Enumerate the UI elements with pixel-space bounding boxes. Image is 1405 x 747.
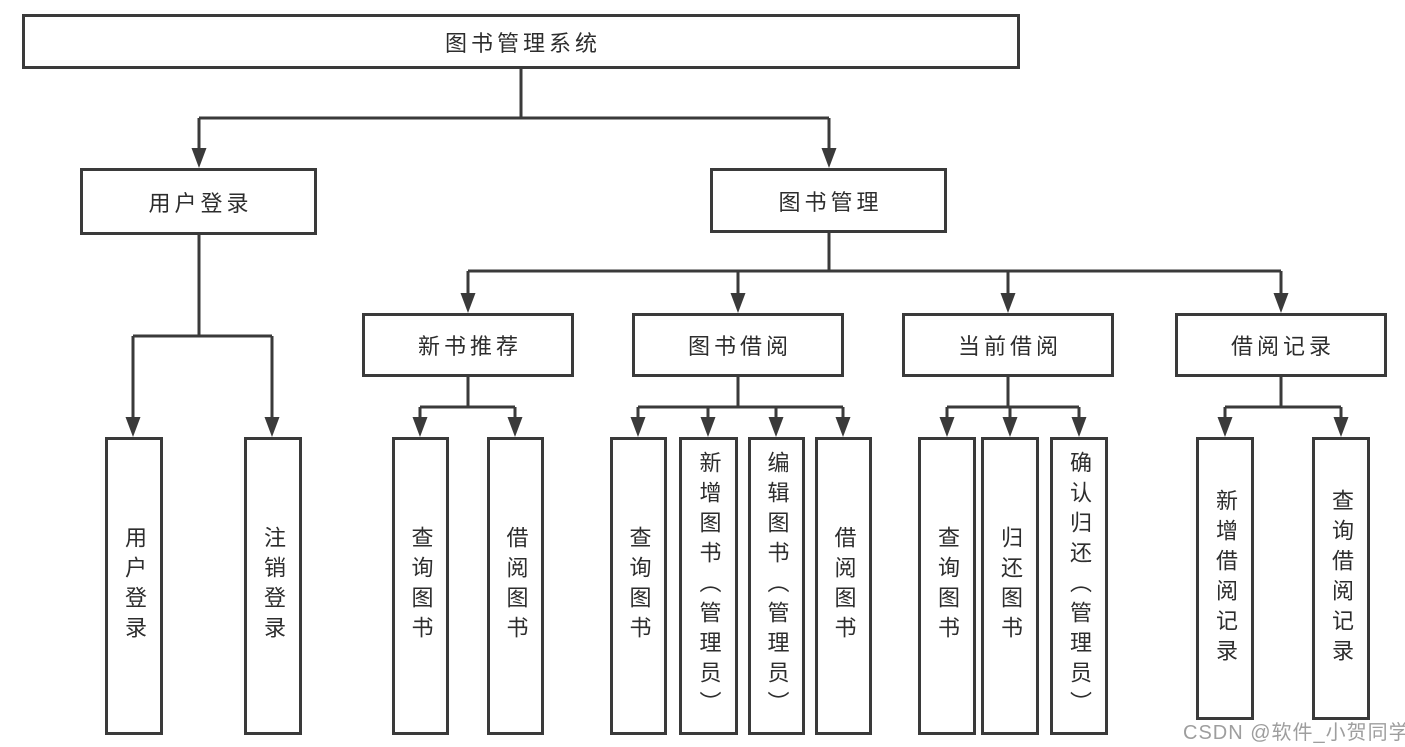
arrow-icon bbox=[1002, 417, 1018, 437]
leaf-borrow-book-2: 借阅图书 bbox=[815, 437, 872, 735]
edge-book-mgmt-trunk bbox=[466, 233, 1283, 298]
edge-current-borrow-trunk bbox=[945, 377, 1081, 422]
node-borrow-record-label: 借阅记录 bbox=[1230, 334, 1335, 359]
leaf-label: 注销登录 bbox=[261, 526, 286, 646]
leaf-query-book-2: 查询图书 bbox=[610, 437, 667, 735]
arrow-icon bbox=[412, 417, 428, 437]
node-borrow-record: 借阅记录 bbox=[1175, 313, 1387, 377]
arrow-icon bbox=[768, 417, 784, 437]
leaf-label: 用户登录 bbox=[122, 526, 147, 646]
node-root: 图书管理系统 bbox=[22, 14, 1020, 69]
arrow-icon bbox=[700, 417, 716, 437]
node-book-mgmt: 图书管理 bbox=[710, 168, 947, 233]
arrow-icon bbox=[821, 148, 837, 168]
leaf-logout: 注销登录 bbox=[244, 437, 302, 735]
leaf-query-book-3: 查询图书 bbox=[918, 437, 976, 735]
leaf-label: 借阅图书 bbox=[831, 526, 857, 646]
arrow-icon bbox=[1071, 417, 1087, 437]
arrowheads bbox=[125, 148, 1349, 437]
arrow-icon bbox=[1217, 417, 1233, 437]
node-new-book-recommend: 新书推荐 bbox=[362, 313, 574, 377]
arrow-icon bbox=[939, 417, 955, 437]
leaf-label: 归还图书 bbox=[998, 526, 1023, 646]
arrow-icon bbox=[1333, 417, 1349, 437]
edge-book-borrow-trunk bbox=[636, 377, 845, 422]
leaf-label: 查询图书 bbox=[935, 526, 960, 646]
leaf-confirm-return-admin: 确认归还（管理员） bbox=[1050, 437, 1108, 735]
leaf-label: 新增借阅记录 bbox=[1213, 488, 1238, 669]
leaf-edit-book-admin: 编辑图书（管理员） bbox=[748, 437, 805, 735]
node-current-borrow-label: 当前借阅 bbox=[957, 334, 1062, 359]
leaf-label: 查询借阅记录 bbox=[1329, 488, 1354, 669]
leaf-label: 确认归还（管理员） bbox=[1067, 451, 1092, 721]
arrow-icon bbox=[630, 417, 646, 437]
node-user-login-label: 用户登录 bbox=[148, 190, 253, 216]
leaf-user-login: 用户登录 bbox=[105, 437, 163, 735]
leaf-label: 借阅图书 bbox=[503, 526, 529, 646]
arrow-icon bbox=[264, 417, 280, 437]
leaf-label: 查询图书 bbox=[408, 526, 434, 646]
node-book-borrow-label: 图书借阅 bbox=[687, 334, 792, 359]
arrow-icon bbox=[730, 293, 746, 313]
arrow-icon bbox=[460, 293, 476, 313]
node-current-borrow: 当前借阅 bbox=[902, 313, 1114, 377]
leaf-query-borrow-record: 查询借阅记录 bbox=[1312, 437, 1370, 720]
edge-borrow-record-trunk bbox=[1223, 377, 1343, 422]
arrow-icon bbox=[835, 417, 851, 437]
leaf-label: 查询图书 bbox=[626, 526, 652, 646]
leaf-return-book: 归还图书 bbox=[981, 437, 1039, 735]
leaf-label: 编辑图书（管理员） bbox=[764, 451, 790, 721]
node-root-label: 图书管理系统 bbox=[444, 30, 601, 56]
csdn-watermark: CSDN @软件_小贺同学 bbox=[1183, 722, 1405, 744]
arrow-icon bbox=[1000, 293, 1016, 313]
leaf-borrow-book-1: 借阅图书 bbox=[487, 437, 544, 735]
edge-root-trunk bbox=[197, 69, 831, 153]
leaf-query-book-1: 查询图书 bbox=[392, 437, 449, 735]
leaf-label: 新增图书（管理员） bbox=[696, 451, 722, 721]
arrow-icon bbox=[1273, 293, 1289, 313]
arrow-icon bbox=[125, 417, 141, 437]
leaf-add-borrow-record: 新增借阅记录 bbox=[1196, 437, 1254, 720]
node-new-book-recommend-label: 新书推荐 bbox=[417, 334, 522, 359]
node-book-borrow: 图书借阅 bbox=[632, 313, 844, 377]
node-user-login: 用户登录 bbox=[80, 168, 317, 235]
arrow-icon bbox=[507, 417, 523, 437]
edge-user-login-trunk bbox=[131, 235, 274, 422]
leaf-add-book-admin: 新增图书（管理员） bbox=[679, 437, 738, 735]
node-book-mgmt-label: 图书管理 bbox=[778, 189, 883, 215]
arrow-icon bbox=[191, 148, 207, 168]
edge-new-book-trunk bbox=[418, 377, 517, 422]
